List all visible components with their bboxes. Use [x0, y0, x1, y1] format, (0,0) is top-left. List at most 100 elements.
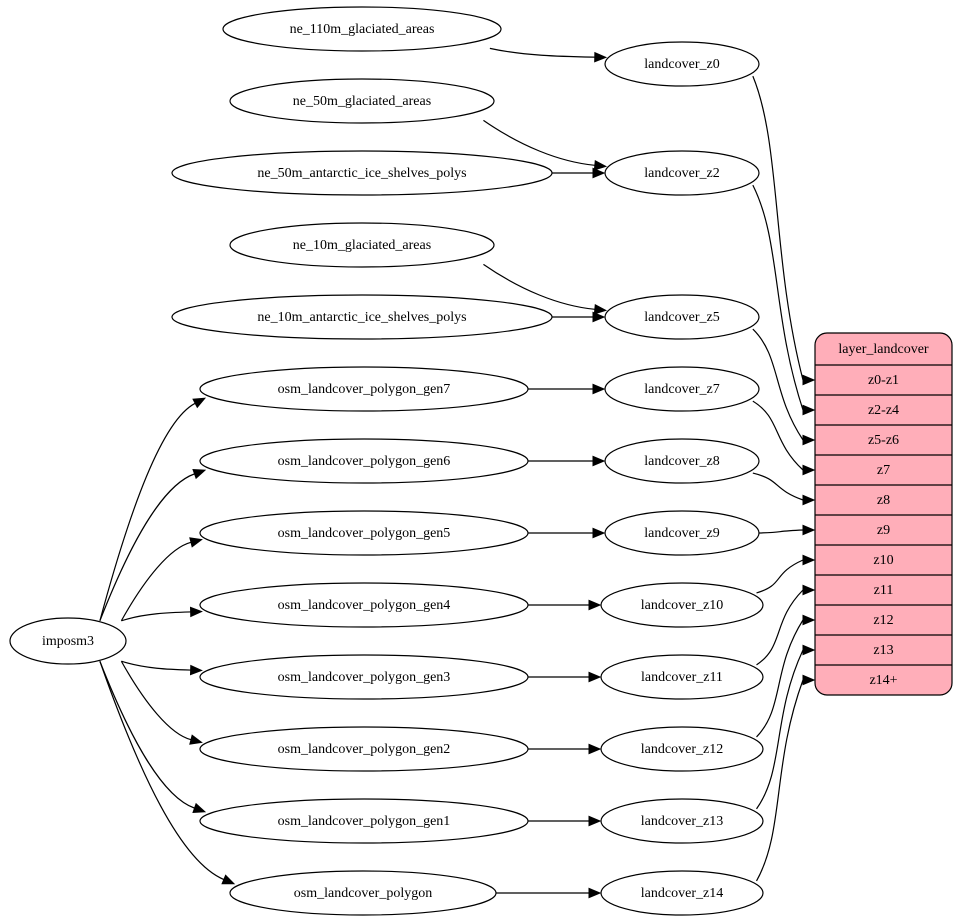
node-shape — [199, 366, 529, 412]
landcover-view-node-landcover_z5[interactable]: landcover_z5 — [604, 294, 760, 340]
node-label: landcover_z11 — [641, 670, 723, 685]
landcover-view-node-landcover_z14[interactable]: landcover_z14 — [600, 870, 764, 916]
node-label: landcover_z10 — [641, 598, 723, 613]
natural-earth-node-ne_50m_glaciated_areas[interactable]: ne_50m_glaciated_areas — [229, 78, 495, 124]
landcover-view-node-landcover_z2[interactable]: landcover_z2 — [604, 150, 760, 196]
node-label: landcover_z13 — [641, 814, 723, 829]
osm-table-node-osm_landcover_polygon_gen5[interactable]: osm_landcover_polygon_gen5 — [199, 510, 529, 556]
node-label: osm_landcover_polygon_gen1 — [278, 814, 451, 829]
node-label: landcover_z7 — [644, 382, 719, 397]
node-shape — [9, 617, 127, 665]
node-label: landcover_z9 — [644, 526, 719, 541]
node-shape — [222, 6, 502, 52]
node-shape — [600, 582, 764, 628]
node-label: landcover_z14 — [641, 886, 723, 901]
node-shape — [199, 654, 529, 700]
record-row-z10[interactable]: z10 — [873, 553, 893, 568]
osm-table-node-osm_landcover_polygon_gen1[interactable]: osm_landcover_polygon_gen1 — [199, 798, 529, 844]
node-label: osm_landcover_polygon_gen6 — [278, 454, 451, 469]
edge-landcover_z10-to-layer_landcover_z10 — [756, 559, 804, 594]
natural-earth-node-ne_10m_antarctic_ice_shelves_polys[interactable]: ne_10m_antarctic_ice_shelves_polys — [171, 294, 553, 340]
record-row-z12[interactable]: z12 — [873, 613, 893, 628]
edge-imposm3-to-osm_landcover_polygon_gen7 — [99, 402, 196, 621]
edge-landcover_z2-to-layer_landcover_z2-z4 — [752, 184, 804, 411]
edge-imposm3-to-osm_landcover_polygon — [99, 661, 225, 881]
record-title: layer_landcover — [838, 342, 929, 357]
edge-landcover_z13-to-layer_landcover_z13 — [756, 649, 804, 810]
osm-table-node-osm_landcover_polygon_gen7[interactable]: osm_landcover_polygon_gen7 — [199, 366, 529, 412]
node-label: landcover_z5 — [644, 310, 719, 325]
node-shape — [600, 726, 764, 772]
node-label: osm_landcover_polygon — [294, 886, 432, 901]
source-node-imposm3[interactable]: imposm3 — [9, 617, 127, 665]
landcover-view-node-landcover_z7[interactable]: landcover_z7 — [604, 366, 760, 412]
edge-ne_110m_glaciated_areas-to-landcover_z0 — [489, 47, 595, 58]
node-shape — [604, 510, 760, 556]
node-shape — [229, 222, 495, 268]
edge-imposm3-to-osm_landcover_polygon_gen2 — [120, 660, 192, 741]
record-row-z9[interactable]: z9 — [877, 523, 890, 538]
edge-imposm3-to-osm_landcover_polygon_gen4 — [121, 611, 191, 622]
layer-record-layer_landcover[interactable]: layer_landcover z0-z1 z2-z4 z5-z6 z7 z8 z9 z10 z… — [814, 332, 953, 696]
edge-imposm3-to-osm_landcover_polygon_gen1 — [99, 661, 195, 809]
osm-table-node-osm_landcover_polygon_gen2[interactable]: osm_landcover_polygon_gen2 — [199, 726, 529, 772]
landcover-view-node-landcover_z11[interactable]: landcover_z11 — [600, 654, 764, 700]
edge-landcover_z8-to-layer_landcover_z8 — [752, 472, 804, 501]
node-shape — [199, 438, 529, 484]
landcover-view-node-landcover_z13[interactable]: landcover_z13 — [600, 798, 764, 844]
record-row-z0-z1[interactable]: z0-z1 — [868, 373, 899, 388]
record-row-z2-z4[interactable]: z2-z4 — [868, 403, 899, 418]
node-label: landcover_z12 — [641, 742, 723, 757]
node-layer: imposm3 ne_110m_glaciated_areas ne_50m_gla… — [9, 6, 764, 916]
node-shape — [600, 654, 764, 700]
node-label: ne_50m_antarctic_ice_shelves_polys — [257, 166, 466, 181]
node-label: osm_landcover_polygon_gen2 — [278, 742, 451, 757]
osm-table-node-osm_landcover_polygon_gen3[interactable]: osm_landcover_polygon_gen3 — [199, 654, 529, 700]
record-row-z5-z6[interactable]: z5-z6 — [868, 433, 899, 448]
node-label: imposm3 — [42, 634, 94, 649]
edge-landcover_z9-to-layer_landcover_z9 — [758, 529, 804, 534]
edge-landcover_z14-to-layer_landcover_z14_ — [755, 679, 804, 882]
landcover-view-node-landcover_z12[interactable]: landcover_z12 — [600, 726, 764, 772]
edge-landcover_z11-to-layer_landcover_z11 — [756, 589, 804, 666]
natural-earth-node-ne_10m_glaciated_areas[interactable]: ne_10m_glaciated_areas — [229, 222, 495, 268]
node-label: osm_landcover_polygon_gen3 — [278, 670, 451, 685]
edge-landcover_z5-to-layer_landcover_z5-z6 — [752, 328, 804, 441]
node-label: osm_landcover_polygon_gen4 — [278, 598, 451, 613]
node-label: osm_landcover_polygon_gen7 — [278, 382, 451, 397]
edge-landcover_z0-to-layer_landcover_z0-z1 — [752, 75, 804, 381]
node-shape — [600, 870, 764, 916]
osm-table-node-osm_landcover_polygon_gen6[interactable]: osm_landcover_polygon_gen6 — [199, 438, 529, 484]
landcover-view-node-landcover_z9[interactable]: landcover_z9 — [604, 510, 760, 556]
node-shape — [171, 150, 553, 196]
node-shape — [604, 294, 760, 340]
record-row-z11[interactable]: z11 — [874, 583, 894, 598]
node-label: landcover_z2 — [644, 166, 719, 181]
osm-table-node-osm_landcover_polygon[interactable]: osm_landcover_polygon — [229, 870, 497, 916]
record-row-z7[interactable]: z7 — [877, 463, 890, 478]
node-shape — [604, 41, 760, 87]
edge-imposm3-to-osm_landcover_polygon_gen3 — [121, 660, 191, 671]
node-shape — [229, 78, 495, 124]
osm-table-node-osm_landcover_polygon_gen4[interactable]: osm_landcover_polygon_gen4 — [199, 582, 529, 628]
landcover-view-node-landcover_z8[interactable]: landcover_z8 — [604, 438, 760, 484]
node-shape — [604, 438, 760, 484]
record-row-z8[interactable]: z8 — [877, 493, 890, 508]
edge-ne_10m_glaciated_areas-to-landcover_z5 — [483, 263, 595, 310]
edge-landcover_z12-to-layer_landcover_z12 — [756, 619, 804, 738]
node-label: ne_110m_glaciated_areas — [290, 22, 435, 37]
node-label: ne_50m_glaciated_areas — [293, 94, 431, 109]
record-row-z14plus[interactable]: z14+ — [869, 673, 897, 688]
node-label: landcover_z0 — [644, 57, 719, 72]
landcover-view-node-landcover_z0[interactable]: landcover_z0 — [604, 41, 760, 87]
natural-earth-node-ne_110m_glaciated_areas[interactable]: ne_110m_glaciated_areas — [222, 6, 502, 52]
record-row-z13[interactable]: z13 — [873, 643, 893, 658]
natural-earth-node-ne_50m_antarctic_ice_shelves_polys[interactable]: ne_50m_antarctic_ice_shelves_polys — [171, 150, 553, 196]
edge-imposm3-to-osm_landcover_polygon_gen5 — [120, 541, 192, 622]
node-shape — [199, 798, 529, 844]
node-label: landcover_z8 — [644, 454, 719, 469]
node-shape — [199, 582, 529, 628]
landcover-view-node-landcover_z10[interactable]: landcover_z10 — [600, 582, 764, 628]
node-shape — [199, 726, 529, 772]
